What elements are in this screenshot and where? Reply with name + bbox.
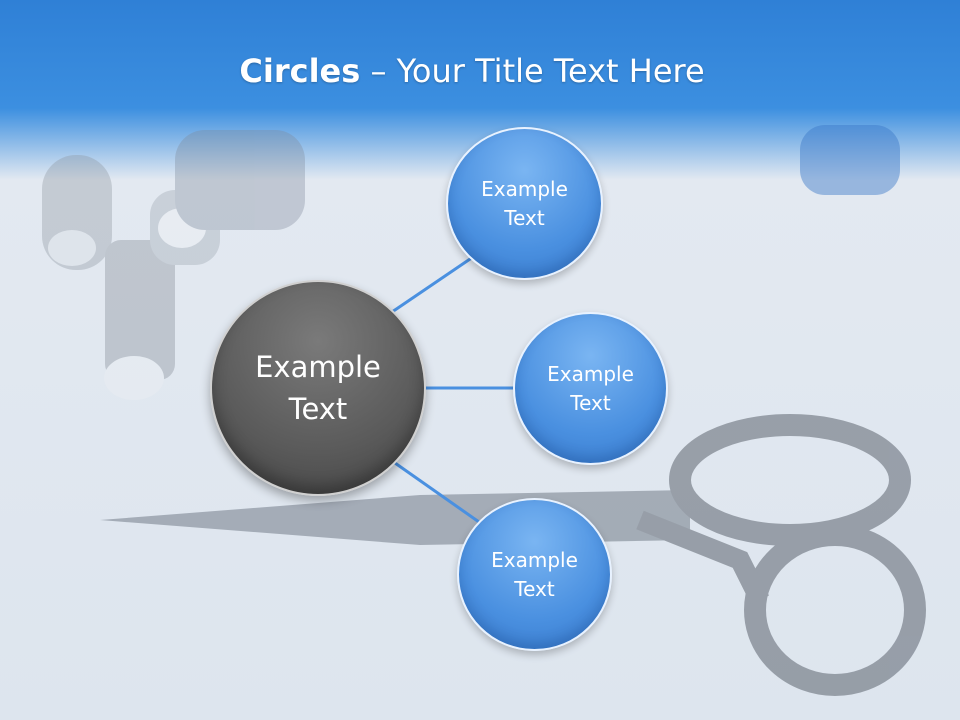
node-circle-bottom: Example Text (457, 498, 612, 651)
title-rest: – Your Title Text Here (360, 52, 705, 90)
node-label-bottom: Example Text (491, 547, 578, 601)
connector-top (391, 255, 474, 314)
node-circle-middle: Example Text (513, 312, 668, 465)
connector-bottom (394, 461, 480, 524)
node-label-top: Example Text (481, 176, 568, 230)
thread-spool-icon (42, 130, 305, 400)
node-circle-top: Example Text (446, 127, 603, 280)
title-bold: Circles (239, 52, 361, 90)
slide-title: Circles – Your Title Text Here (0, 52, 944, 90)
node-label-middle: Example Text (547, 361, 634, 415)
blue-spool-icon (800, 125, 900, 195)
center-circle: Example Text (210, 280, 426, 496)
center-circle-label: Example Text (255, 349, 381, 426)
